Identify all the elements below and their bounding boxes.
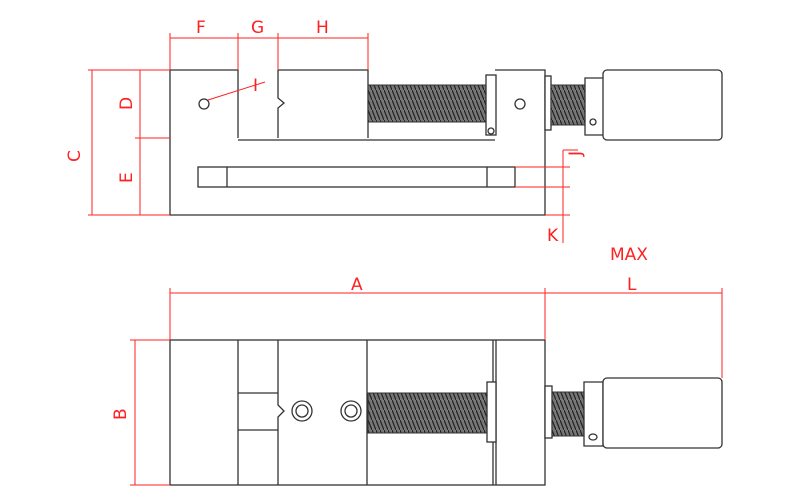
- label-max: MAX: [610, 245, 648, 265]
- label-j: J: [566, 151, 586, 157]
- label-g: G: [251, 18, 264, 38]
- label-e: E: [117, 172, 137, 183]
- jaw-plate: [485, 74, 497, 136]
- label-d: D: [117, 97, 137, 110]
- knob-collar: [584, 77, 606, 136]
- lead-screw: [367, 84, 489, 123]
- guide-slot: [197, 166, 516, 188]
- label-i: I: [253, 76, 258, 96]
- dimensions: F G H I C D E J K MAX A L B: [65, 18, 723, 486]
- screw-end: [550, 84, 586, 126]
- label-l: L: [627, 275, 637, 295]
- knob-handle-top: [602, 377, 723, 449]
- label-h: H: [316, 18, 329, 38]
- label-c: C: [65, 150, 85, 162]
- lead-screw-top: [367, 392, 489, 434]
- hole-i: [198, 98, 210, 110]
- knob-handle: [602, 69, 723, 141]
- label-k: K: [547, 226, 559, 246]
- label-a: A: [351, 275, 363, 295]
- label-b: B: [111, 408, 131, 420]
- hole: [514, 98, 526, 110]
- top-view: [169, 339, 723, 486]
- side-view: [169, 69, 723, 216]
- label-f: F: [196, 18, 206, 38]
